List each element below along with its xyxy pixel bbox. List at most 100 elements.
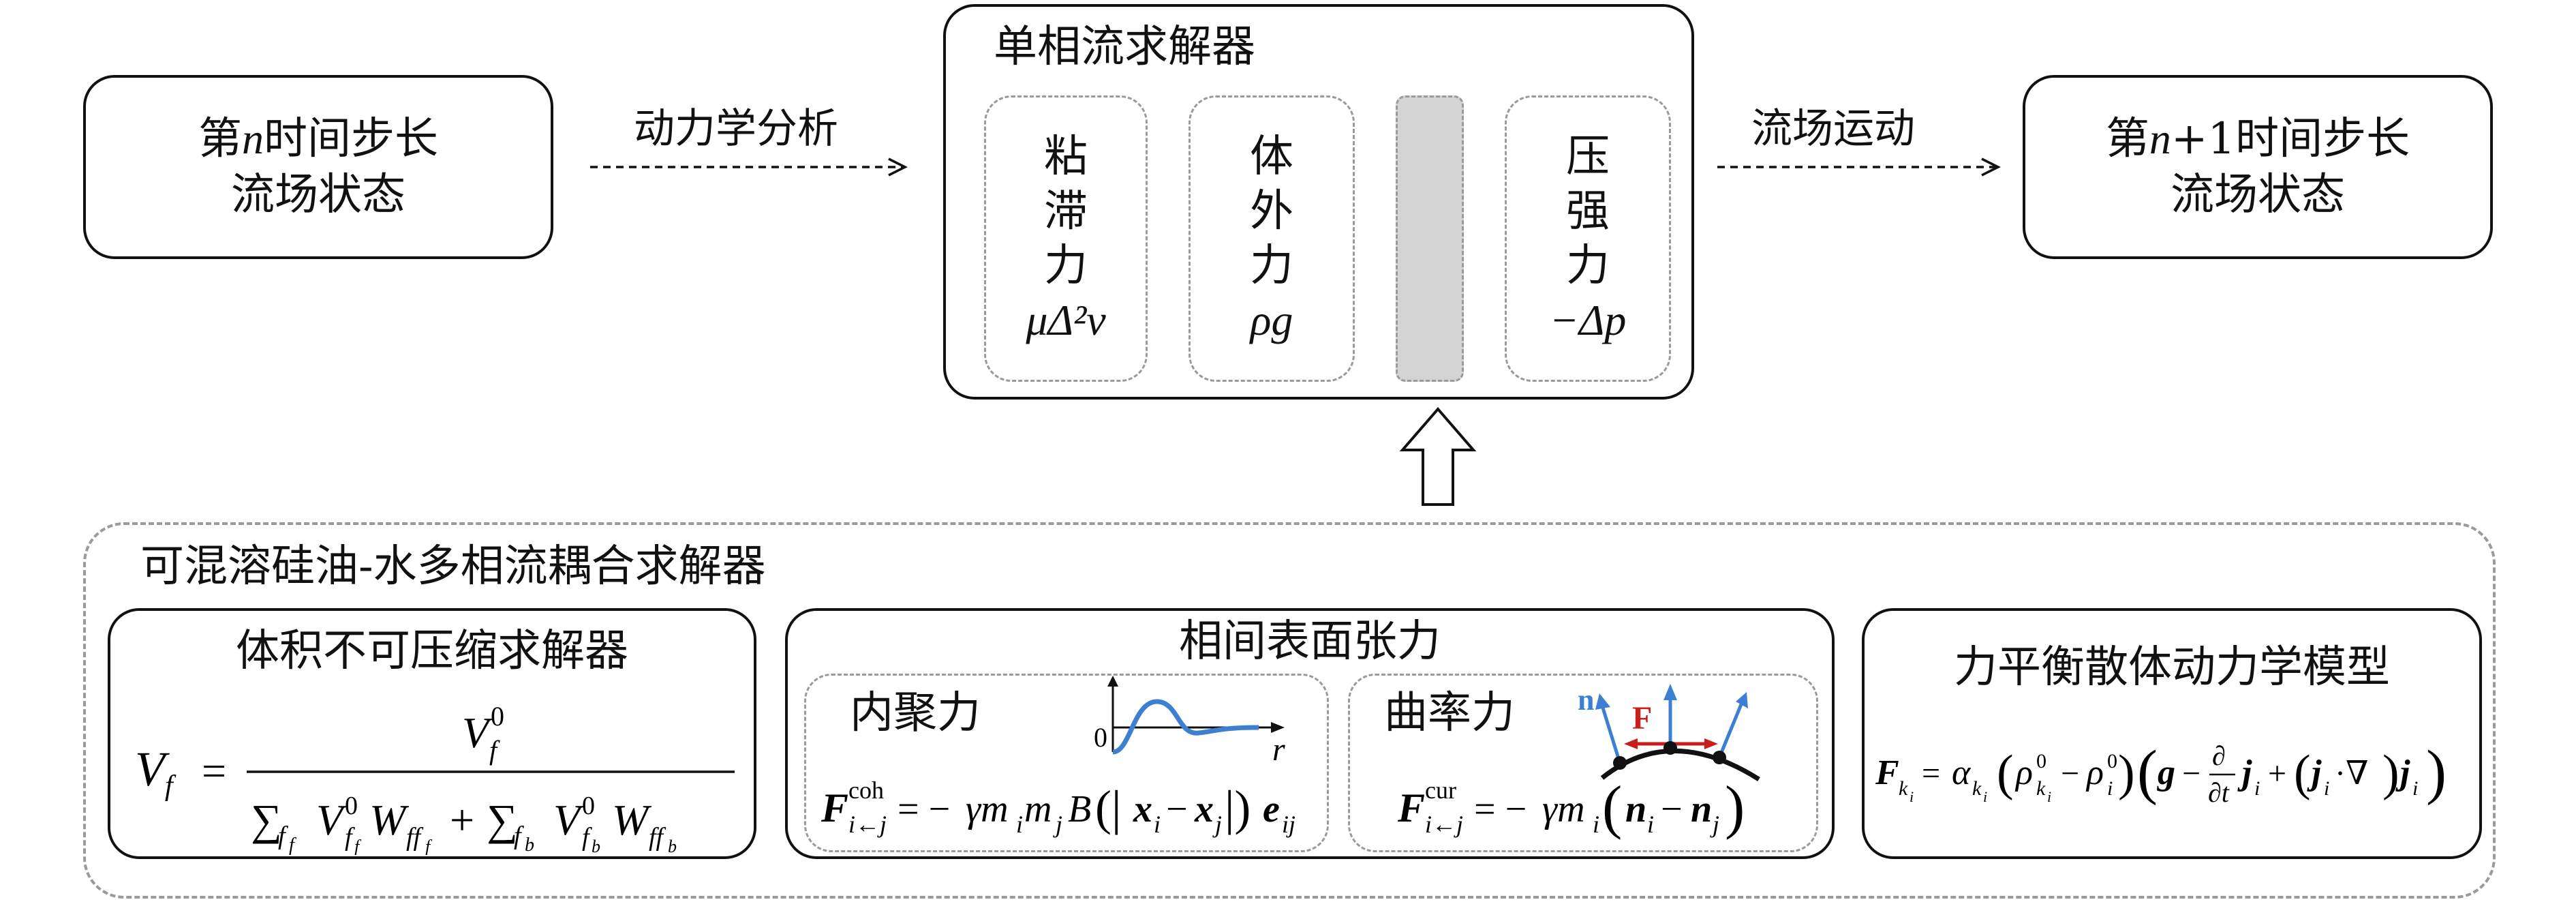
svg-text:0: 0 bbox=[582, 792, 595, 820]
pressure-char-1: 压 bbox=[1566, 132, 1610, 182]
state-n-box: 第n时间步长 流场状态 bbox=[83, 75, 553, 259]
state-n-line2: 流场状态 bbox=[231, 170, 405, 220]
curvature-panel: 曲率力 n F F cur i←j = − γm i ( n bbox=[1348, 674, 1818, 852]
svg-text:γm: γm bbox=[966, 788, 1009, 830]
svg-text:B: B bbox=[1068, 788, 1091, 830]
dem-formula: F k i = α k i ( ρ 0 k i − ρ 0 i ) ( g − … bbox=[1875, 738, 2447, 808]
body-force-panel: 体 外 力 ρg bbox=[1189, 95, 1355, 382]
viscous-force-panel: 粘 滞 力 μΔ²v bbox=[984, 95, 1148, 382]
svg-text:): ) bbox=[2382, 745, 2399, 801]
state-n1-line1: 第n+1时间步长 bbox=[2105, 114, 2410, 164]
svg-text:m: m bbox=[1024, 788, 1052, 830]
svg-text:): ) bbox=[2118, 745, 2135, 801]
cohesion-panel: 内聚力 0 r F coh i←j = − γm i m j B (| x i … bbox=[804, 674, 1329, 852]
svg-text:f: f bbox=[345, 823, 355, 852]
svg-text:V: V bbox=[462, 708, 493, 757]
svg-text:∂: ∂ bbox=[2212, 740, 2226, 771]
svg-text:f: f bbox=[489, 735, 500, 766]
cohesion-curve bbox=[1112, 699, 1259, 755]
svg-text:0: 0 bbox=[345, 792, 358, 820]
svg-text:i: i bbox=[2324, 777, 2329, 800]
cohesion-axis-zero: 0 bbox=[1094, 722, 1107, 753]
multiphase-solver-title: 可混溶硅油-水多相流耦合求解器 bbox=[140, 541, 766, 592]
pressure-char-3: 力 bbox=[1566, 241, 1610, 291]
svg-text:V: V bbox=[316, 796, 348, 844]
svg-text:0: 0 bbox=[2036, 750, 2046, 772]
svg-text:F: F bbox=[1398, 785, 1425, 830]
svg-text:α: α bbox=[1952, 753, 1972, 792]
svg-text:W: W bbox=[612, 796, 652, 844]
arrow-left-label: 动力学分析 bbox=[634, 105, 838, 153]
svg-text:∑: ∑ bbox=[487, 796, 518, 844]
svg-text:= −: = − bbox=[898, 788, 950, 830]
surface-tension-title: 相间表面张力 bbox=[1179, 616, 1441, 667]
svg-text:b: b bbox=[592, 837, 600, 855]
multiphase-solver-container: 可混溶硅油-水多相流耦合求解器 bbox=[83, 522, 2496, 899]
svg-text:·∇: ·∇ bbox=[2335, 755, 2369, 792]
svg-text:f: f bbox=[582, 823, 592, 852]
svg-text:j: j bbox=[1053, 811, 1062, 838]
svg-text:i: i bbox=[1910, 788, 1914, 805]
svg-text:F: F bbox=[821, 785, 848, 830]
svg-text:f: f bbox=[165, 770, 177, 802]
svg-text:f: f bbox=[278, 822, 288, 850]
svg-text:n: n bbox=[1625, 788, 1646, 830]
svg-text:(: ( bbox=[1602, 775, 1622, 841]
curvature-label-F: F bbox=[1632, 700, 1652, 736]
svg-text:0: 0 bbox=[491, 701, 504, 732]
svg-text:W: W bbox=[369, 796, 410, 844]
svg-text:e: e bbox=[1263, 788, 1280, 830]
svg-text:cur: cur bbox=[1425, 777, 1456, 804]
incompressible-solver-box: 体积不可压缩求解器 V f = V 0 f ∑ f f V 0 f f W ff… bbox=[108, 608, 756, 859]
svg-text:i: i bbox=[1647, 811, 1654, 838]
pressure-formula: −Δp bbox=[1549, 296, 1627, 344]
incompressible-formula: V f = V 0 f ∑ f f V 0 f f W ff f + ∑ f b… bbox=[135, 701, 735, 855]
curvature-title: 曲率力 bbox=[1384, 688, 1515, 738]
viscous-char-2: 滞 bbox=[1044, 186, 1088, 237]
svg-text:i: i bbox=[1593, 811, 1599, 838]
svg-text:−: − bbox=[1661, 788, 1683, 830]
svg-text:k: k bbox=[1899, 777, 1908, 800]
viscous-char-1: 粘 bbox=[1044, 132, 1088, 182]
curvature-label-n: n bbox=[1578, 683, 1594, 717]
dashed-arrow-right bbox=[1717, 157, 2001, 177]
pressure-force-panel: 压 强 力 −Δp bbox=[1505, 95, 1671, 382]
viscous-char-3: 力 bbox=[1044, 241, 1088, 291]
svg-text:−: − bbox=[2061, 755, 2079, 792]
svg-text:+: + bbox=[450, 796, 474, 844]
svg-text:x: x bbox=[1133, 788, 1152, 830]
incompressible-solver-title: 体积不可压缩求解器 bbox=[236, 626, 628, 676]
svg-text:i: i bbox=[2412, 777, 2418, 800]
body-char-2: 外 bbox=[1250, 186, 1293, 237]
svg-text:γm: γm bbox=[1542, 788, 1585, 830]
svg-text:ρ: ρ bbox=[2014, 753, 2033, 792]
placeholder-gray-block bbox=[1396, 95, 1464, 382]
curvature-formula: F cur i←j = − γm i ( n i − n j ) bbox=[1398, 775, 1745, 841]
svg-text:j: j bbox=[2237, 753, 2252, 792]
svg-text:+: + bbox=[2268, 755, 2286, 792]
svg-text:V: V bbox=[135, 742, 170, 796]
svg-text:−: − bbox=[2182, 755, 2201, 792]
svg-text:i←j: i←j bbox=[1425, 811, 1463, 838]
svg-text:i: i bbox=[1154, 811, 1161, 838]
state-n-line1: 第n时间步长 bbox=[198, 114, 438, 164]
dashed-arrow-left bbox=[590, 157, 908, 177]
curvature-diagram: n F bbox=[1578, 683, 1760, 781]
svg-text:F: F bbox=[1875, 753, 1899, 792]
pressure-char-2: 强 bbox=[1566, 186, 1610, 237]
svg-text:f: f bbox=[354, 837, 362, 855]
svg-text:−: − bbox=[1166, 788, 1188, 830]
svg-text:|): |) bbox=[1225, 781, 1251, 835]
single-solver-title: 单相流求解器 bbox=[994, 22, 1255, 72]
svg-text:= −: = − bbox=[1474, 788, 1527, 830]
svg-text:j: j bbox=[1710, 811, 1719, 838]
svg-text:=: = bbox=[202, 747, 226, 795]
svg-text:g: g bbox=[2157, 753, 2175, 792]
svg-text:x: x bbox=[1194, 788, 1214, 830]
body-char-1: 体 bbox=[1250, 132, 1293, 182]
svg-text:∑: ∑ bbox=[251, 796, 282, 844]
dem-model-title: 力平衡散体动力学模型 bbox=[1954, 642, 2390, 693]
svg-text:(|: (| bbox=[1095, 781, 1121, 835]
svg-text:i: i bbox=[1983, 788, 1987, 805]
svg-text:i: i bbox=[1016, 811, 1023, 838]
